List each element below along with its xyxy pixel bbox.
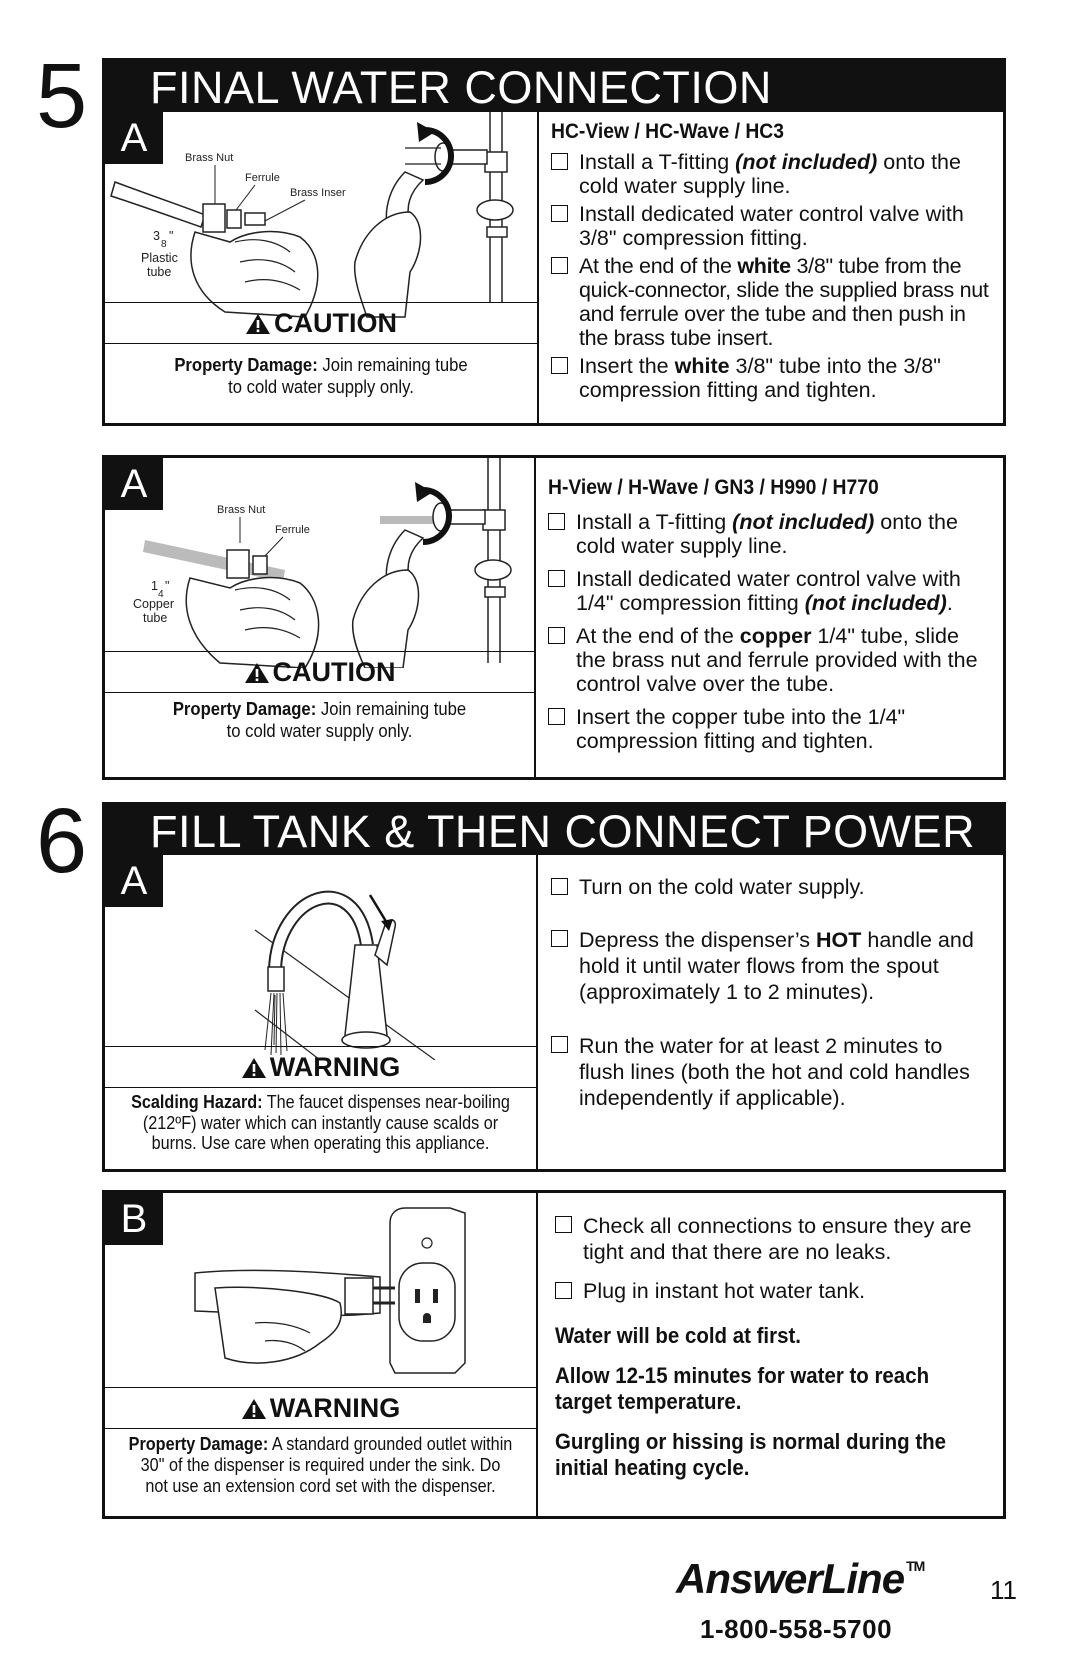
checkbox-icon[interactable] [555, 1282, 572, 1299]
warning-label: WARNING [269, 1393, 401, 1423]
caution-bar: CAUTION [105, 651, 534, 693]
caution-bar: CAUTION [105, 302, 537, 344]
label-size-num: 3 [153, 229, 160, 243]
panel-divider [537, 112, 539, 423]
checkbox-icon[interactable] [548, 708, 565, 725]
copper-fitting-illustration: Brass Nut Ferrule 1 4 " Copper tube [133, 458, 512, 668]
list-item: Install a T-fitting (not included) onto … [548, 510, 993, 558]
panel-letter: B [105, 1193, 163, 1245]
warning-note: Property Damage: A standard grounded out… [128, 1434, 513, 1496]
panel-letter: A [105, 855, 163, 907]
checkbox-icon[interactable] [555, 1216, 572, 1233]
label-ferrule: Ferrule [275, 524, 310, 536]
panel-letter: A [105, 112, 163, 164]
step-6-banner: FILL TANK & THEN CONNECT POWER [102, 802, 1006, 858]
warning-triangle-icon [241, 1399, 266, 1419]
list-item: Install dedicated water control valve wi… [548, 567, 993, 615]
checkbox-icon[interactable] [551, 878, 568, 895]
checkbox-icon[interactable] [551, 357, 568, 374]
panel-divider [536, 1193, 538, 1516]
step-6-title: FILL TANK & THEN CONNECT POWER [150, 806, 976, 857]
warning-bar: WARNING [105, 1387, 536, 1429]
checkbox-icon[interactable] [551, 205, 568, 222]
list-item: Check all connections to ensure they are… [555, 1213, 995, 1265]
label-brass-nut: Brass Nut [185, 152, 233, 164]
power-plug-illustration [194, 1207, 466, 1374]
step-5-banner: FINAL WATER CONNECTION [102, 58, 1006, 114]
checkbox-icon[interactable] [551, 1036, 568, 1053]
svg-text:": " [169, 229, 173, 243]
list-item: At the end of the white 3/8" tube from t… [551, 254, 996, 350]
label-size-num: 1 [151, 579, 158, 593]
caution-triangle-icon [244, 663, 269, 683]
list-item: Install a T-fitting (not included) onto … [551, 150, 996, 198]
list-item: Turn on the cold water supply. [551, 875, 991, 899]
step-5-panel-h: A Brass Nut Ferrule 1 4 " Copper tube CA… [102, 455, 1006, 780]
label-tube: tube [143, 611, 167, 625]
panel-divider [534, 458, 536, 777]
caution-label: CAUTION [272, 657, 396, 687]
faucet-illustration [254, 890, 436, 1060]
label-brass-nut: Brass Nut [217, 504, 265, 516]
support-phone-number: 1-800-558-5700 [700, 1614, 893, 1644]
list-item: Depress the dispenser’s HOT handle and h… [551, 927, 991, 1005]
label-size-den: 8 [161, 239, 167, 250]
warning-note: Scalding Hazard: The faucet dispenses ne… [131, 1092, 510, 1153]
list-item: Insert the white 3/8" tube into the 3/8"… [551, 354, 996, 402]
label-tube-type: Copper [133, 597, 174, 611]
step-5-panel-hc: A Brass Nut Ferrule Brass Inser 3 8 " Pl… [102, 112, 1006, 426]
step-6-panel-a: A WARNING Scalding Hazard: The faucet di… [102, 855, 1006, 1172]
info-note: Allow 12-15 minutes for water to reach t… [555, 1363, 930, 1414]
label-ferrule: Ferrule [245, 172, 280, 184]
checkbox-icon[interactable] [548, 513, 565, 530]
panel-divider [536, 855, 538, 1169]
info-note: Water will be cold at first. [555, 1323, 801, 1348]
caution-note: Property Damage: Join remaining tube to … [174, 354, 468, 397]
caution-note: Property Damage: Join remaining tube to … [172, 698, 467, 741]
panel-letter: A [105, 458, 163, 510]
step-5-number: 5 [36, 45, 88, 147]
instructions-fill: Turn on the cold water supply. Depress t… [551, 875, 991, 1115]
checkbox-icon[interactable] [551, 153, 568, 170]
label-brass-insert: Brass Inser [290, 187, 346, 199]
warning-label: WARNING [269, 1052, 401, 1082]
list-item: Install dedicated water control valve wi… [551, 202, 996, 250]
list-item: Insert the copper tube into the 1/4" com… [548, 705, 993, 753]
label-size-den: 4 [158, 589, 164, 600]
list-item: At the end of the copper 1/4" tube, slid… [548, 624, 993, 696]
label-tube-type: Plastic [141, 251, 178, 265]
step-6-panel-b: B WARNING Property Damage: A standard gr… [102, 1190, 1006, 1519]
checkbox-icon[interactable] [548, 570, 565, 587]
model-names: HC-View / HC-Wave / HC3 [551, 120, 784, 143]
label-tube: tube [147, 265, 171, 279]
instructions-h: H-View / H-Wave / GN3 / H990 / H770 Inst… [548, 476, 993, 757]
caution-label: CAUTION [274, 308, 397, 338]
instructions-power: Check all connections to ensure they are… [555, 1213, 995, 1481]
svg-text:": " [165, 579, 169, 593]
info-note: Gurgling or hissing is normal during the… [555, 1429, 947, 1480]
step-6-number: 6 [36, 790, 88, 892]
checkbox-icon[interactable] [548, 627, 565, 644]
model-names: H-View / H-Wave / GN3 / H990 / H770 [548, 476, 879, 499]
instructions-hc: HC-View / HC-Wave / HC3 Install a T-fitt… [551, 120, 996, 406]
brass-fitting-illustration: Brass Nut Ferrule Brass Inser 3 8 " Plas… [110, 112, 514, 318]
warning-bar: WARNING [105, 1046, 536, 1088]
checkbox-icon[interactable] [551, 257, 568, 274]
caution-triangle-icon [246, 314, 270, 334]
checkbox-icon[interactable] [551, 930, 568, 947]
step-5-title: FINAL WATER CONNECTION [150, 62, 772, 113]
page-number: 11 [990, 1575, 1017, 1605]
warning-triangle-icon [241, 1058, 266, 1078]
list-item: Run the water for at least 2 minutes to … [551, 1033, 991, 1111]
list-item: Plug in instant hot water tank. [555, 1279, 995, 1303]
